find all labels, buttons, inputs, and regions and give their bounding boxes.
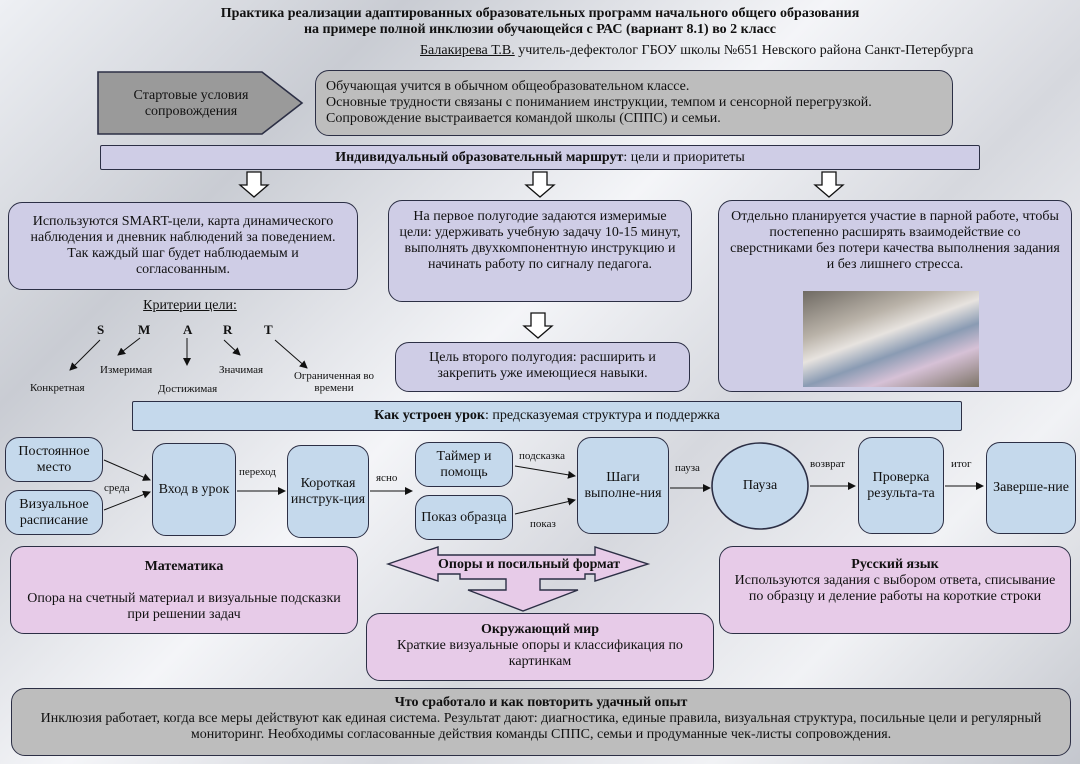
flow-label-show: показ <box>530 518 556 530</box>
smart-label-time-bound: Ограниченная во времени <box>293 370 375 394</box>
start-arrow-shape <box>97 71 304 135</box>
smart-letter-m: M <box>138 322 151 337</box>
lesson-bar: Как устроен урок: предсказуемая структур… <box>132 401 962 431</box>
start-label: Стартовые условия сопровождения <box>133 88 249 119</box>
flow-label-hint: подсказка <box>519 450 566 462</box>
russian-box: Русский язык Используются задания с выбо… <box>719 546 1071 634</box>
flow-arrow-timer <box>514 465 576 479</box>
russian-text: Используются задания с выбором ответа, с… <box>734 573 1056 604</box>
flow-label-clear: ясно <box>376 472 398 484</box>
author-line: Балакирева Т.В. учитель-дефектолог ГБОУ … <box>420 43 1060 59</box>
flow-node-place: Постоянное место <box>5 437 103 482</box>
first-half-goals-box: На первое полугодие задаются измеримые ц… <box>388 200 692 302</box>
smart-arrow-m <box>117 337 141 356</box>
summary-box: Что сработало и как повторить удачный оп… <box>11 688 1071 756</box>
flow-node-timer: Таймер и помощь <box>415 442 513 487</box>
flow-label-pause: пауза <box>675 462 700 474</box>
lesson-bar-bold: Как устроен урок <box>374 408 485 423</box>
start-line-1: Обучающая учится в обычном общеобразоват… <box>326 79 690 94</box>
flow-node-pause: Пауза <box>742 478 778 493</box>
header: Практика реализации адаптированных образ… <box>0 6 1080 38</box>
flow-arrow-place <box>103 459 151 481</box>
lesson-bar-rest: : предсказуемая структура и поддержка <box>484 408 720 423</box>
flow-node-sample: Показ образца <box>415 495 513 540</box>
flow-label-return: возврат <box>810 458 846 470</box>
flow-node-check: Проверка результа-та <box>858 437 944 534</box>
flow-label-transition: переход <box>239 466 276 478</box>
pause-node-shape <box>711 442 809 530</box>
route-bar-rest: : цели и приоритеты <box>623 150 745 165</box>
down-arrow-3 <box>813 171 845 198</box>
pair-work-text: Отдельно планируется участие в парной ра… <box>730 209 1060 272</box>
flow-node-finish: Заверше-ние <box>986 442 1076 534</box>
start-description: Обучающая учится в обычном общеобразоват… <box>315 70 953 136</box>
smart-letter-a: A <box>183 322 193 337</box>
flow-node-schedule: Визуальное расписание <box>5 490 103 535</box>
smart-label-measurable: Измеримая <box>100 364 153 376</box>
start-line-2: Основные трудности связаны с пониманием … <box>326 95 872 110</box>
start-line-3: Сопровождение выстраивается командой шко… <box>326 111 721 126</box>
smart-arrow-r <box>223 339 241 356</box>
down-arrow-2 <box>524 171 556 198</box>
flow-label-environment: среда <box>104 482 130 494</box>
smart-heading: Критерии цели: <box>143 298 237 313</box>
math-text: Опора на счетный материал и визуальные п… <box>27 591 341 622</box>
supports-arrow-shape <box>385 546 651 612</box>
smart-label-achievable: Достижимая <box>158 383 218 395</box>
smart-letter-s: S <box>97 322 105 337</box>
author-name: Балакирева Т.В. <box>420 43 515 58</box>
smart-arrow-s <box>69 339 101 371</box>
flow-node-entry: Вход в урок <box>152 443 236 536</box>
smart-label-relevant: Значимая <box>219 364 264 376</box>
world-text: Краткие визуальные опоры и классификация… <box>397 638 683 669</box>
summary-title: Что сработало и как повторить удачный оп… <box>394 695 688 710</box>
smart-arrow-t <box>274 339 308 369</box>
title-line-1: Практика реализации адаптированных образ… <box>220 6 860 21</box>
smart-tools-box: Используются SMART-цели, карта динамичес… <box>8 202 358 290</box>
world-title: Окружающий мир <box>480 622 600 637</box>
author-position: учитель-дефектолог ГБОУ школы №651 Невск… <box>514 43 974 58</box>
flow-arrow-schedule <box>103 490 151 511</box>
smart-label-specific: Конкретная <box>30 382 85 394</box>
flow-node-instruction: Короткая инструк-ция <box>287 445 369 538</box>
russian-title: Русский язык <box>851 557 939 572</box>
route-bar: Индивидуальный образовательный маршрут: … <box>100 145 980 170</box>
down-arrow-4 <box>522 312 554 339</box>
smart-letter-r: R <box>223 322 233 337</box>
flow-label-result: итог <box>951 458 972 470</box>
flow-arrow-sample <box>514 497 576 515</box>
second-half-goals-box: Цель второго полугодия: расширить и закр… <box>395 342 690 392</box>
supports-label: Опоры и посильный формат <box>438 557 621 572</box>
flow-node-steps: Шаги выполне-ния <box>577 437 669 534</box>
world-box: Окружающий мир Краткие визуальные опоры … <box>366 613 714 681</box>
title-line-2: на примере полной инклюзии обучающейся с… <box>303 22 777 37</box>
math-box: Математика Опора на счетный материал и в… <box>10 546 358 634</box>
pair-work-box: Отдельно планируется участие в парной ра… <box>718 200 1072 392</box>
math-title: Математика <box>144 559 224 574</box>
smart-letter-t: T <box>264 322 273 337</box>
route-bar-bold: Индивидуальный образовательный маршрут <box>335 150 624 165</box>
classroom-photo <box>803 291 979 387</box>
summary-text: Инклюзия работает, когда все меры действ… <box>40 711 1042 742</box>
down-arrow-1 <box>238 171 270 198</box>
